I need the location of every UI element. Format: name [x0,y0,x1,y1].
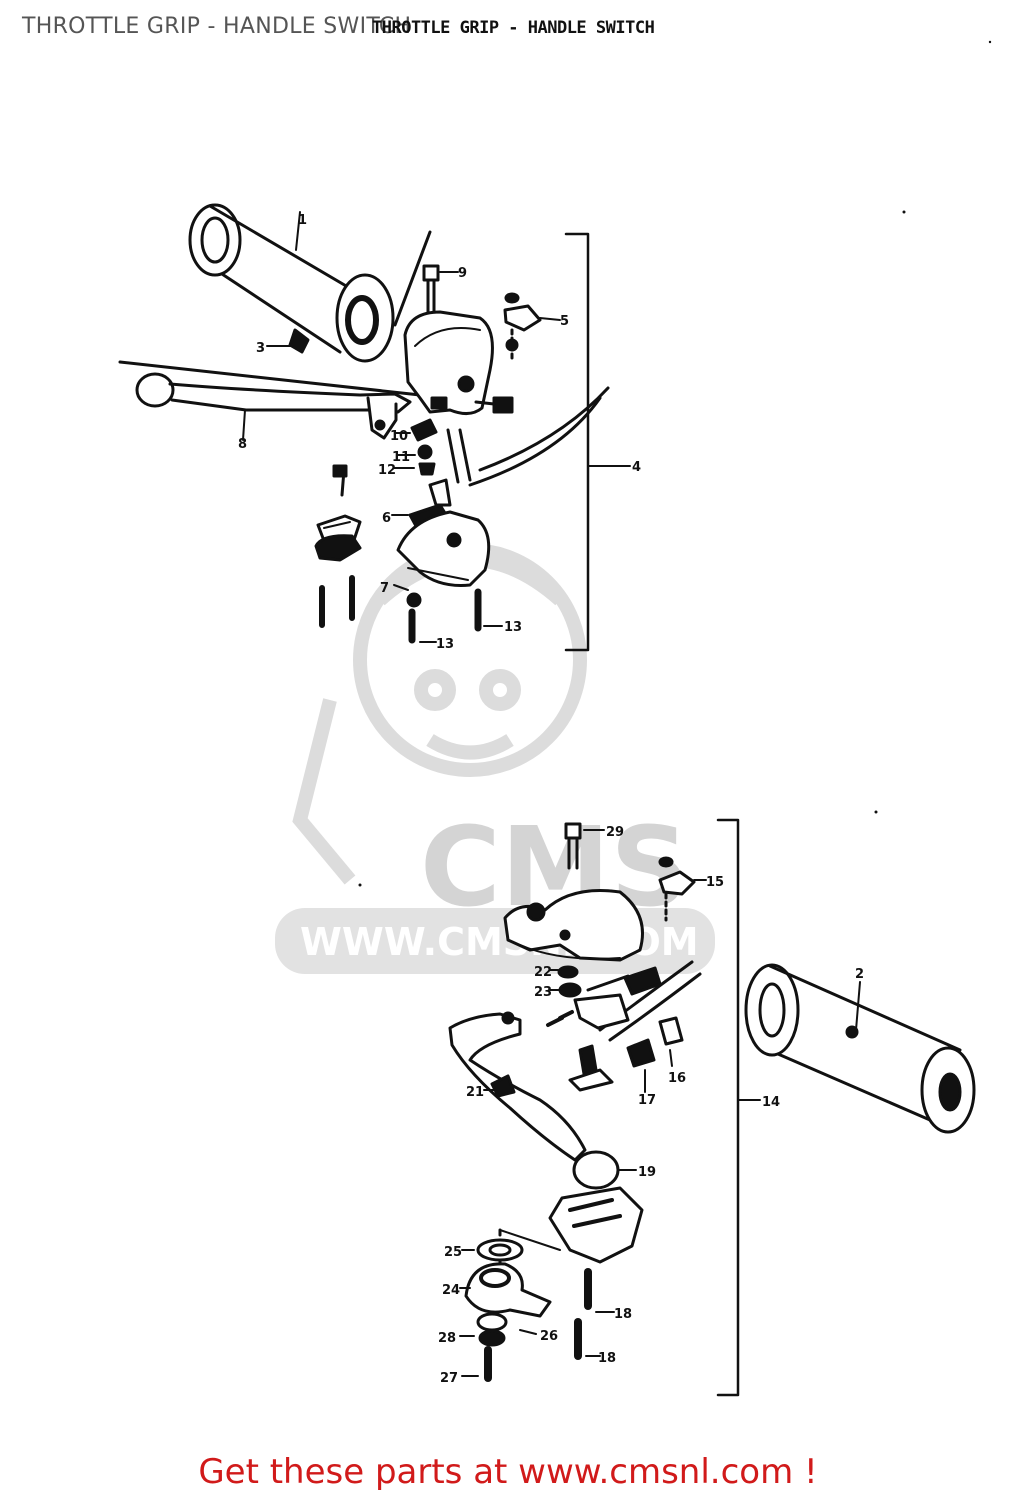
callout-18a: 18 [614,1307,632,1322]
watermark: CMS WWW.CMSNL.COM [275,543,715,974]
callout-19: 19 [638,1165,656,1180]
callout-labels: 1 9 5 3 8 10 11 12 4 6 7 13 13 29 15 2 2… [238,213,864,1386]
callout-7: 7 [380,581,389,596]
callout-11: 11 [392,450,410,465]
callout-5: 5 [560,314,569,329]
switch-housing-right-upper [503,888,644,962]
scan-specks [358,40,992,887]
grip-left [118,203,432,397]
callout-17: 17 [638,1093,656,1108]
switch-housing-lower [391,478,491,587]
callout-27: 27 [440,1371,458,1386]
callout-15: 15 [706,875,724,890]
brake-lever-right [448,1011,637,1190]
callout-14: 14 [762,1095,780,1110]
callout-9: 9 [458,266,467,281]
right-handle-assembly [448,818,976,1397]
callout-1: 1 [298,213,307,228]
grip-right [744,963,976,1134]
screw-9 [422,264,459,314]
callout-12: 12 [378,463,396,478]
callout-4: 4 [632,460,641,475]
callout-22: 22 [534,965,552,980]
footer-cta-link[interactable]: Get these parts at www.cmsnl.com ! [198,1452,818,1492]
callout-21: 21 [466,1085,484,1100]
callout-25: 25 [444,1245,462,1260]
drawing-title: THROTTLE GRIP - HANDLE SWITCH [372,18,655,38]
callout-26: 26 [540,1329,558,1344]
callout-13a: 13 [504,620,522,635]
callout-29: 29 [606,825,624,840]
throttle-cable [446,386,610,487]
callout-8: 8 [238,437,247,452]
callout-6: 6 [382,511,391,526]
callout-23: 23 [534,985,552,1000]
callout-10: 10 [390,429,408,444]
page-title: THROTTLE GRIP - HANDLE SWITCH [22,14,412,39]
part-5 [503,292,561,364]
callout-28: 28 [438,1331,456,1346]
switch-housing-upper [403,310,494,415]
screw-29 [564,822,605,870]
left-handle-assembly [118,203,631,652]
callout-18b: 18 [598,1351,616,1366]
callout-3: 3 [256,341,265,356]
callout-24: 24 [442,1283,460,1298]
clamp-left [314,464,362,628]
callout-2: 2 [855,967,864,982]
callout-16: 16 [668,1071,686,1086]
brake-lever-left [135,372,412,440]
callout-13b: 13 [436,637,454,652]
